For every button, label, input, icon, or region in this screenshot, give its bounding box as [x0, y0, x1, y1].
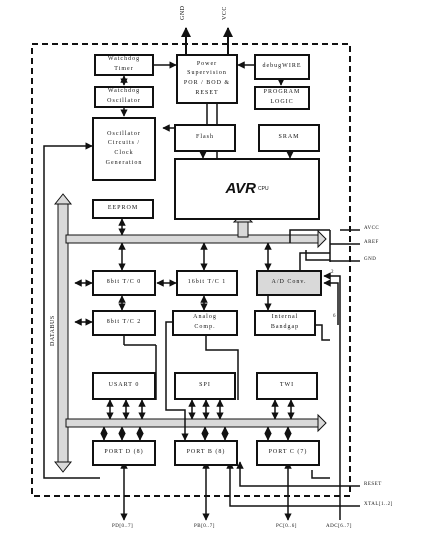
- signal-label-aref: AREF: [364, 240, 379, 245]
- debugwire-block: debugWIRE: [254, 54, 310, 80]
- program-logic-block: PROGRAM LOGIC: [254, 86, 310, 110]
- adc-bus-width-6: 6: [333, 314, 336, 319]
- watchdog-timer-block: Watchdog Timer: [94, 54, 154, 76]
- port-b-block: PORT B (8): [174, 440, 238, 466]
- timer1-block: 16bit T/C 1: [176, 270, 238, 296]
- internal-bandgap-block: Internal Bandgap: [254, 310, 316, 336]
- port-d-block: PORT D (8): [92, 440, 156, 466]
- signal-label-avcc: AVCC: [364, 226, 380, 231]
- cpu-label: CPU: [258, 186, 269, 192]
- adc-block: A/D Conv.: [256, 270, 322, 296]
- connections: [43, 61, 360, 521]
- twi-block: TWI: [256, 372, 318, 400]
- eeprom-block: EEPROM: [92, 199, 154, 219]
- power-supervision-block: Power Supervision POR / BOD & RESET: [176, 54, 238, 104]
- port-b-pins-label: PB[0..7]: [194, 524, 215, 529]
- avr-logo: AVR: [225, 180, 256, 197]
- flash-block: Flash: [174, 124, 236, 152]
- power-pins: [181, 27, 233, 54]
- adc-bus-width-2: 2: [331, 270, 334, 275]
- chip-boundary: [31, 43, 351, 497]
- timer0-block: 8bit T/C 0: [92, 270, 156, 296]
- sram-block: SRAM: [258, 124, 320, 152]
- port-d-pins-label: PD[0..7]: [112, 524, 134, 529]
- port-c-pins-label: PC[0..6]: [276, 524, 297, 529]
- watchdog-oscillator-block: Watchdog Oscillator: [94, 86, 154, 108]
- databus-label: DATABUS: [50, 315, 56, 346]
- timer2-block: 8bit T/C 2: [92, 310, 156, 336]
- reset-pin-label: RESET: [364, 482, 382, 487]
- spi-block: SPI: [174, 372, 236, 400]
- oscillator-circuits-block: Oscillator Circuits / Clock Generation: [92, 117, 156, 181]
- port-c-block: PORT C (7): [256, 440, 320, 466]
- analog-comparator-block: Analog Comp.: [172, 310, 238, 336]
- usart0-block: USART 0: [92, 372, 156, 400]
- vcc-pin-label: VCC: [222, 6, 228, 20]
- xtal-pin-label: XTAL[1..2]: [364, 502, 393, 507]
- adc-pins-label: ADC[6..7]: [326, 524, 352, 529]
- gnd-pin-label: GND: [180, 5, 186, 21]
- signal-label-gnd: GND: [364, 257, 377, 262]
